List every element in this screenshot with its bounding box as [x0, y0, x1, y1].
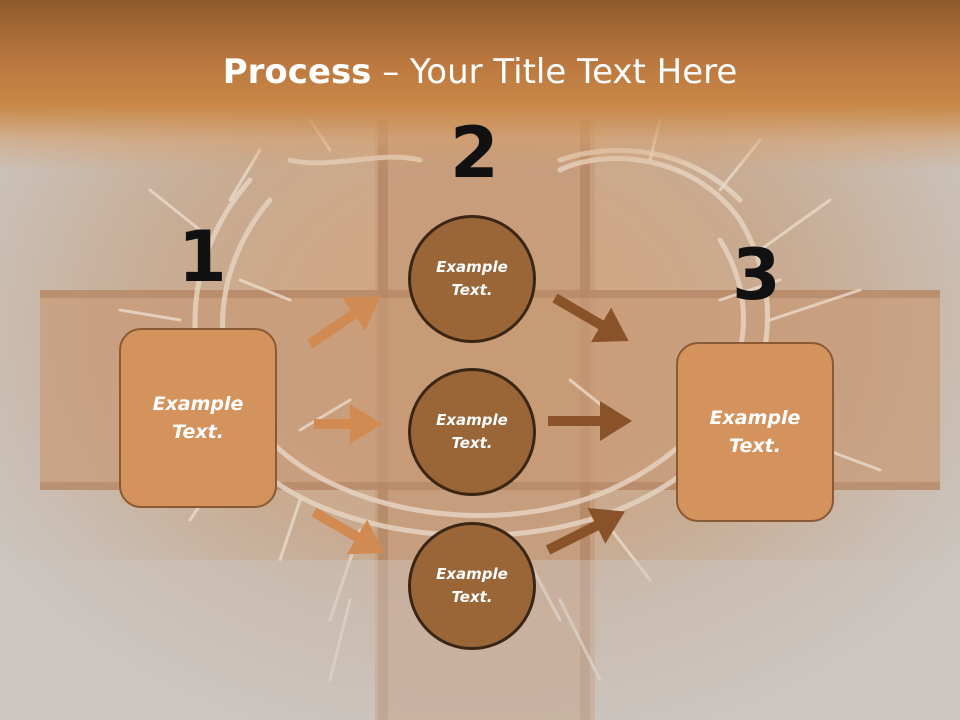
step-number-1: 1	[178, 216, 227, 298]
circle-middle-line1: Example	[436, 410, 508, 429]
title-rest: – Your Title Text Here	[371, 52, 738, 92]
step-3-box: Example Text.	[676, 342, 834, 522]
circle-top-line1: Example	[436, 257, 508, 276]
step-1-label-line2: Text.	[172, 421, 224, 443]
circle-bottom-line2: Text.	[451, 588, 493, 606]
circle-bottom-line1: Example	[436, 564, 508, 583]
arrow-circle-bottom-to-3	[545, 507, 625, 555]
title-band	[0, 0, 960, 170]
arrow-1-to-circle-top	[307, 296, 381, 349]
circle-top: Example Text.	[408, 215, 536, 343]
step-3-label-line1: Example	[709, 406, 801, 429]
arrow-1-to-circle-bottom	[311, 507, 385, 555]
step-1-box: Example Text.	[119, 328, 277, 508]
circle-top-line2: Text.	[451, 281, 493, 299]
arrow-circle-top-to-3	[552, 293, 629, 343]
step-number-2: 2	[450, 112, 499, 194]
circle-middle: Example Text.	[408, 368, 536, 496]
step-1-label-line1: Example	[152, 392, 244, 415]
circle-bottom: Example Text.	[408, 522, 536, 650]
circle-middle-line2: Text.	[451, 434, 493, 452]
step-3-label-line2: Text.	[729, 435, 781, 457]
title-bold: Process	[222, 52, 372, 92]
slide-title: Process – Your Title Text Here	[0, 52, 960, 92]
step-number-3: 3	[732, 234, 781, 316]
